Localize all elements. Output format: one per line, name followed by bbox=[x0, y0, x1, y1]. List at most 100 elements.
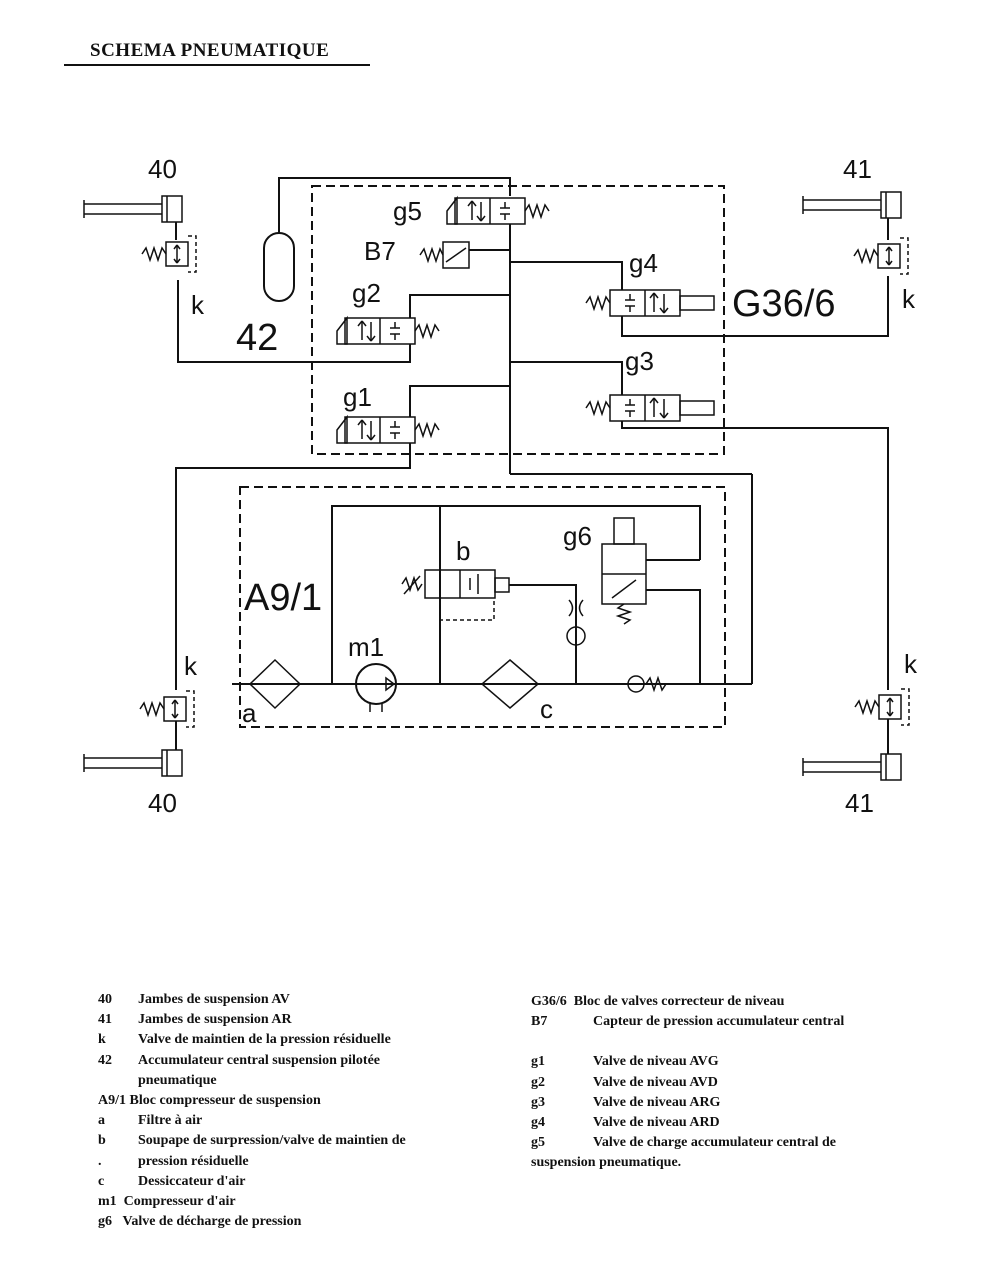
label-40-top: 40 bbox=[148, 154, 177, 184]
legend-code: b bbox=[98, 1133, 106, 1149]
label-40-bottom: 40 bbox=[148, 788, 177, 818]
label-41-bottom: 41 bbox=[845, 788, 874, 818]
legend-row: suspension pneumatique. bbox=[531, 1153, 844, 1173]
legend-code: g4 bbox=[531, 1115, 545, 1131]
label-k-top-right: k bbox=[902, 284, 916, 314]
legend-code: B7 bbox=[531, 1014, 548, 1030]
legend-code: a bbox=[98, 1113, 105, 1129]
legend-text: Dessiccateur d'air bbox=[138, 1173, 246, 1189]
legend-text: Soupape de surpression/valve de maintien… bbox=[138, 1133, 406, 1149]
label-g3: g3 bbox=[625, 346, 654, 376]
label-g4: g4 bbox=[629, 248, 658, 278]
legend-code: . bbox=[98, 1153, 102, 1169]
legend-text: Valve de niveau ARD bbox=[593, 1115, 720, 1131]
legend-text: Filtre à air bbox=[138, 1113, 203, 1129]
label-b7: B7 bbox=[364, 236, 396, 266]
label-m1: m1 bbox=[348, 632, 384, 662]
legend-row: pneumatique bbox=[98, 1071, 406, 1091]
title-underline bbox=[64, 64, 370, 66]
label-accumulator-42: 42 bbox=[236, 317, 278, 359]
label-41-top: 41 bbox=[843, 154, 872, 184]
legend-row: g4 Valve de niveau ARD bbox=[531, 1113, 844, 1133]
dryer-c bbox=[480, 659, 540, 709]
k-valve-bottom-right bbox=[854, 688, 910, 726]
legend-row: A9/1 Bloc compresseur de suspension bbox=[98, 1091, 406, 1111]
legend-text: pneumatique bbox=[138, 1072, 217, 1088]
strut-41-bottom bbox=[802, 753, 902, 781]
legend-row: g3 Valve de niveau ARG bbox=[531, 1093, 844, 1113]
legend-right: G36/6 Bloc de valves correcteur de nivea… bbox=[531, 992, 844, 1174]
legend-left: 40 Jambes de suspension AV 41 Jambes de su… bbox=[98, 990, 406, 1232]
legend-row: k Valve de maintien de la pression résidu… bbox=[98, 1030, 406, 1050]
label-k-bottom-right: k bbox=[904, 649, 918, 679]
legend-text: Valve de niveau AVD bbox=[593, 1074, 718, 1090]
legend-text: Valve de maintien de la pression résidue… bbox=[138, 1032, 391, 1048]
label-b: b bbox=[456, 536, 470, 566]
legend-text: Jambes de suspension AV bbox=[138, 992, 290, 1007]
valve-g5 bbox=[446, 197, 550, 225]
legend-row: a Filtre à air bbox=[98, 1111, 406, 1131]
label-g36-6: G36/6 bbox=[732, 283, 836, 325]
label-g1: g1 bbox=[343, 382, 372, 412]
legend-text: Jambes de suspension AR bbox=[138, 1012, 292, 1028]
compressor-block-outline bbox=[239, 486, 726, 728]
label-k-top-left: k bbox=[191, 290, 205, 320]
accumulator-42 bbox=[263, 232, 295, 302]
valve-g6 bbox=[601, 517, 701, 684]
valve-g1 bbox=[336, 416, 440, 444]
strut-41-top bbox=[802, 191, 902, 219]
legend-code: 42 bbox=[98, 1052, 112, 1068]
legend-code: 41 bbox=[98, 1012, 112, 1028]
legend-text: Capteur de pression accumulateur central bbox=[593, 1014, 845, 1030]
legend-text: Valve de niveau ARG bbox=[593, 1094, 721, 1110]
legend-text: suspension pneumatique. bbox=[531, 1155, 682, 1171]
legend-row: g6 Valve de décharge de pression bbox=[98, 1212, 406, 1232]
label-a: a bbox=[242, 698, 257, 728]
legend-code: m1 bbox=[98, 1194, 117, 1210]
compressor-m1 bbox=[355, 663, 397, 705]
legend-row: G36/6 Bloc de valves correcteur de nivea… bbox=[531, 992, 844, 1012]
legend-code: g6 bbox=[98, 1214, 112, 1230]
k-valve-top-left bbox=[141, 235, 197, 273]
legend-text: Bloc compresseur de suspension bbox=[129, 1093, 321, 1109]
legend-text: Valve de décharge de pression bbox=[122, 1214, 302, 1230]
strut-40-bottom bbox=[83, 749, 183, 777]
legend-code: g3 bbox=[531, 1094, 545, 1110]
legend-row: b Soupape de surpression/valve de maintie… bbox=[98, 1131, 406, 1151]
relief-valve-b bbox=[401, 569, 510, 621]
label-k-bottom-left: k bbox=[184, 651, 198, 681]
valve-g2 bbox=[336, 317, 440, 345]
filter-a bbox=[248, 658, 302, 710]
legend-spacer bbox=[531, 1032, 844, 1052]
valve-g4 bbox=[585, 289, 715, 317]
legend-text: Valve de charge accumulateur central de bbox=[593, 1135, 837, 1151]
legend-text: pression résiduelle bbox=[138, 1153, 249, 1169]
legend-code: k bbox=[98, 1032, 106, 1048]
legend-code: 40 bbox=[98, 992, 112, 1007]
legend-code: A9/1 bbox=[98, 1093, 126, 1109]
legend-row: B7 Capteur de pression accumulateur centr… bbox=[531, 1012, 844, 1032]
label-g2: g2 bbox=[352, 278, 381, 308]
label-a9-1: A9/1 bbox=[244, 577, 322, 619]
check-valve bbox=[627, 675, 645, 693]
legend-code: g1 bbox=[531, 1054, 545, 1070]
valve-block-outline bbox=[311, 185, 725, 455]
pneumatic-diagram: 40 41 40 41 k k k k 42 G36/6 A9/1 g1 g2 … bbox=[83, 154, 918, 818]
label-g5: g5 bbox=[393, 196, 422, 226]
k-valve-top-right bbox=[853, 237, 909, 275]
legend-code: g2 bbox=[531, 1074, 545, 1090]
legend-text: Compresseur d'air bbox=[123, 1194, 236, 1210]
legend-text: Bloc de valves correcteur de niveau bbox=[573, 994, 785, 1009]
legend-code: G36/6 bbox=[531, 994, 567, 1009]
label-c: c bbox=[540, 694, 553, 724]
legend-text: Valve de niveau AVG bbox=[593, 1054, 719, 1070]
pressure-sensor-b7 bbox=[419, 241, 510, 269]
legend-code bbox=[98, 1071, 138, 1091]
legend-code: c bbox=[98, 1173, 105, 1189]
legend-row: 41 Jambes de suspension AR bbox=[98, 1010, 406, 1030]
valve-g3 bbox=[585, 394, 715, 422]
legend-code: g5 bbox=[531, 1135, 545, 1151]
legend-row: g1 Valve de niveau AVG bbox=[531, 1052, 844, 1072]
strut-40-top bbox=[83, 195, 183, 223]
